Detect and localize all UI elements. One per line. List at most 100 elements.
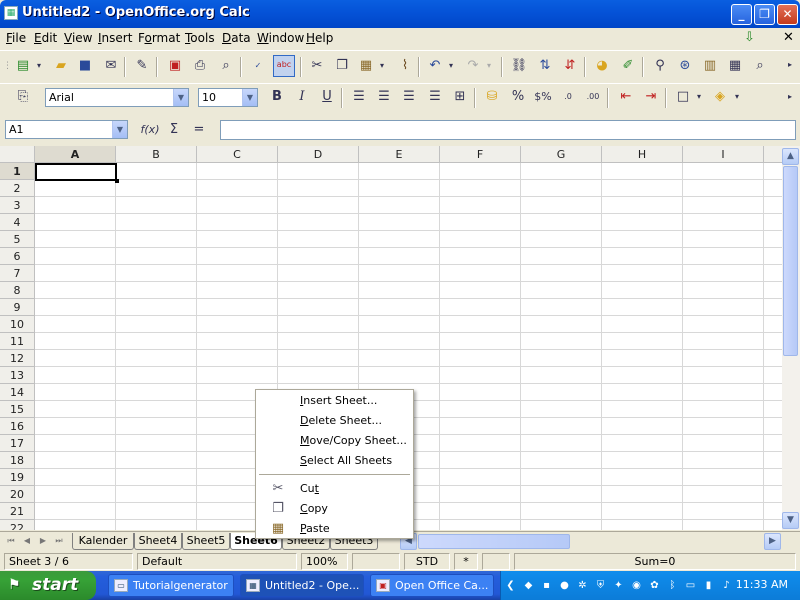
background-color-dropdown-icon[interactable]: ▾: [734, 92, 739, 101]
sheet-tab-sheet4[interactable]: Sheet4: [134, 533, 182, 550]
row-header[interactable]: 17: [0, 435, 35, 452]
column-header-e[interactable]: E: [359, 146, 440, 163]
column-header-c[interactable]: C: [197, 146, 278, 163]
underline-icon[interactable]: U: [322, 89, 332, 104]
menu-item-select-all-sheets[interactable]: Select All Sheets: [300, 454, 393, 467]
autospellcheck-icon[interactable]: abc: [273, 55, 295, 77]
new-document-icon[interactable]: ▤: [16, 58, 30, 73]
font-name-box[interactable]: Arial ▼: [45, 88, 189, 107]
redo-icon[interactable]: ↷: [467, 58, 479, 73]
name-box-dropdown-icon[interactable]: ▼: [112, 121, 127, 138]
align-right-icon[interactable]: ☰: [403, 89, 415, 104]
page-preview-icon[interactable]: ⌕: [222, 58, 230, 73]
scroll-right-icon[interactable]: ▶: [764, 533, 781, 550]
copy-icon[interactable]: ❐: [336, 58, 348, 73]
percent-format-icon[interactable]: %: [511, 89, 525, 104]
menu-format[interactable]: Format: [138, 31, 181, 45]
menu-file[interactable]: File: [6, 31, 27, 45]
row-header[interactable]: 2: [0, 180, 35, 197]
mail-icon[interactable]: ◉: [632, 580, 641, 591]
background-color-icon[interactable]: ◈: [715, 89, 725, 104]
prev-sheet-icon[interactable]: ◀: [23, 536, 31, 545]
menu-window[interactable]: Window: [257, 31, 305, 45]
borders-dropdown-icon[interactable]: ▾: [696, 92, 701, 101]
row-header[interactable]: 5: [0, 231, 35, 248]
scroll-up-icon[interactable]: ▲: [782, 148, 799, 165]
active-cell-a1[interactable]: [35, 163, 117, 181]
row-header[interactable]: 20: [0, 486, 35, 503]
spellcheck-icon[interactable]: ✓: [254, 61, 262, 70]
name-box[interactable]: A1 ▼: [5, 120, 128, 139]
sum-icon[interactable]: Σ: [169, 122, 179, 137]
status-zoom[interactable]: 100%: [301, 553, 348, 570]
column-header-g[interactable]: G: [521, 146, 602, 163]
row-header[interactable]: 3: [0, 197, 35, 214]
start-button[interactable]: ⚑ start: [0, 571, 96, 600]
status-page-style[interactable]: Default: [137, 553, 297, 570]
hyperlink-icon[interactable]: ⛓: [510, 58, 528, 73]
tray-expand-icon[interactable]: ❮: [506, 580, 515, 591]
row-header[interactable]: 11: [0, 333, 35, 350]
merge-cells-icon[interactable]: ⊞: [454, 89, 466, 104]
select-all-corner[interactable]: [0, 146, 35, 163]
column-header-i[interactable]: I: [683, 146, 764, 163]
decrease-indent-icon[interactable]: ⇤: [620, 89, 632, 104]
standard-format-icon[interactable]: $%: [534, 90, 552, 103]
column-header-b[interactable]: B: [116, 146, 197, 163]
column-header-a[interactable]: A: [35, 146, 116, 163]
row-header[interactable]: 15: [0, 401, 35, 418]
font-size-box[interactable]: 10 ▼: [198, 88, 258, 107]
menu-edit[interactable]: Edit: [34, 31, 58, 45]
align-center-icon[interactable]: ☰: [378, 89, 390, 104]
row-header[interactable]: 1: [0, 163, 35, 180]
network-icon[interactable]: ▪: [543, 580, 550, 591]
undo-icon[interactable]: ↶: [429, 58, 441, 73]
maximize-button[interactable]: ❐: [754, 4, 775, 25]
undo-dropdown-icon[interactable]: ▾: [448, 61, 453, 70]
sheet-tab-kalender[interactable]: Kalender: [72, 533, 134, 550]
row-header[interactable]: 6: [0, 248, 35, 265]
row-header[interactable]: 22: [0, 520, 35, 530]
fill-handle[interactable]: [115, 179, 119, 183]
function-wizard-icon[interactable]: f(x): [140, 123, 160, 136]
first-sheet-icon[interactable]: ⏮: [7, 536, 15, 545]
edit-file-icon[interactable]: ✎: [136, 58, 148, 73]
close-button[interactable]: ✕: [777, 4, 798, 25]
delete-decimal-icon[interactable]: .00: [586, 92, 600, 101]
taskbar-item-pdf[interactable]: ▣ Open Office Ca...: [370, 574, 494, 597]
volume-icon[interactable]: ♪: [723, 580, 730, 591]
row-header[interactable]: 13: [0, 367, 35, 384]
italic-icon[interactable]: I: [299, 89, 305, 104]
vertical-scrollbar[interactable]: ▲ ▼: [782, 146, 800, 530]
navigator-icon[interactable]: ⊛: [679, 58, 691, 73]
paste-icon[interactable]: ▦: [359, 58, 373, 73]
chart-icon[interactable]: ◕: [596, 58, 608, 73]
font-size-dropdown-icon[interactable]: ▼: [242, 89, 257, 106]
datasources-icon[interactable]: ▦: [728, 58, 742, 73]
row-header[interactable]: 12: [0, 350, 35, 367]
row-header[interactable]: 14: [0, 384, 35, 401]
calc-app-icon[interactable]: ▦: [4, 6, 18, 20]
traffic-light-icon[interactable]: ●: [560, 580, 569, 591]
row-header[interactable]: 10: [0, 316, 35, 333]
print-icon[interactable]: ⎙: [194, 58, 206, 73]
sort-descending-icon[interactable]: ⇵: [564, 58, 576, 73]
row-header[interactable]: 16: [0, 418, 35, 435]
menu-insert[interactable]: Insert: [98, 31, 133, 45]
currency-format-icon[interactable]: ⛁: [486, 89, 498, 104]
column-header-partial[interactable]: [764, 146, 782, 163]
taskbar-item-tutorialgenerator[interactable]: ▭ Tutorialgenerator: [108, 574, 234, 597]
scroll-down-icon[interactable]: ▼: [782, 512, 799, 529]
toolbar-overflow-icon[interactable]: ▸: [787, 60, 792, 69]
align-left-icon[interactable]: ☰: [353, 89, 365, 104]
minimize-button[interactable]: _: [731, 4, 752, 25]
status-signature[interactable]: [482, 553, 510, 570]
vertical-scroll-thumb[interactable]: [783, 166, 798, 356]
save-icon[interactable]: ■: [78, 58, 92, 73]
borders-icon[interactable]: □: [676, 89, 690, 104]
email-icon[interactable]: ✉: [105, 58, 117, 73]
format-paintbrush-icon[interactable]: ⌇: [401, 58, 409, 73]
sheet-tab-sheet5[interactable]: Sheet5: [182, 533, 230, 550]
menu-item-cut[interactable]: Cut: [300, 482, 319, 495]
row-header[interactable]: 4: [0, 214, 35, 231]
